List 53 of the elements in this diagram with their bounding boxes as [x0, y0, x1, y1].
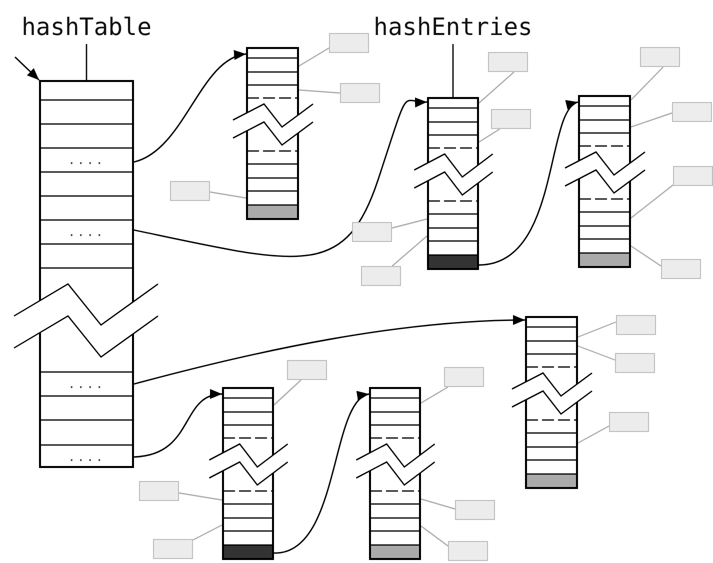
leader-line	[630, 112, 672, 128]
blank-label-box	[448, 541, 488, 561]
column-heading: hashEntries	[374, 12, 532, 42]
leader-line	[192, 524, 222, 541]
leader-line	[210, 191, 246, 199]
leader-line	[478, 128, 500, 142]
blank-label-box	[139, 481, 179, 501]
arrow	[134, 390, 222, 458]
leader-line	[178, 492, 222, 501]
arrow	[134, 96, 428, 258]
arrow	[134, 315, 526, 385]
table-row: ....	[41, 149, 132, 171]
blank-label-box	[361, 266, 401, 286]
leader-line	[578, 345, 616, 361]
table-row: ....	[41, 373, 132, 395]
blank-label-box	[640, 47, 680, 67]
blank-label-box	[616, 315, 656, 335]
column-heading: hashTable	[21, 12, 152, 42]
blank-label-box	[661, 259, 701, 279]
blank-label-box	[673, 166, 713, 186]
leader-line	[298, 47, 330, 67]
blank-label-box	[287, 360, 327, 380]
arrow	[14, 56, 40, 80]
leader-line	[298, 89, 340, 94]
arrow	[478, 101, 578, 266]
leader-line	[420, 526, 448, 546]
arrow	[134, 52, 246, 163]
blank-label-box	[615, 353, 655, 373]
blank-label-box	[672, 102, 712, 122]
blank-label-box	[352, 222, 392, 242]
blank-label-box	[488, 52, 528, 72]
blank-label-box	[153, 539, 193, 559]
blank-label-box	[444, 367, 484, 387]
leader-line	[478, 72, 514, 104]
leader-line	[274, 380, 302, 406]
leader-line	[392, 218, 428, 229]
leader-line	[392, 236, 428, 266]
leader-line	[578, 321, 616, 338]
leader-line	[420, 498, 456, 510]
blank-label-box	[609, 412, 649, 432]
leader-line	[630, 246, 662, 266]
blank-label-box	[455, 500, 495, 520]
table-row: ....	[41, 221, 132, 243]
leader-line	[578, 425, 610, 444]
leader-line	[420, 386, 448, 404]
blank-label-box	[329, 33, 369, 53]
blank-label-box	[491, 109, 531, 129]
leader-line	[630, 66, 664, 100]
table-row: ....	[41, 446, 132, 468]
arrow	[274, 393, 370, 554]
leader-line	[630, 184, 674, 218]
blank-label-box	[170, 181, 210, 201]
blank-label-box	[340, 83, 380, 103]
